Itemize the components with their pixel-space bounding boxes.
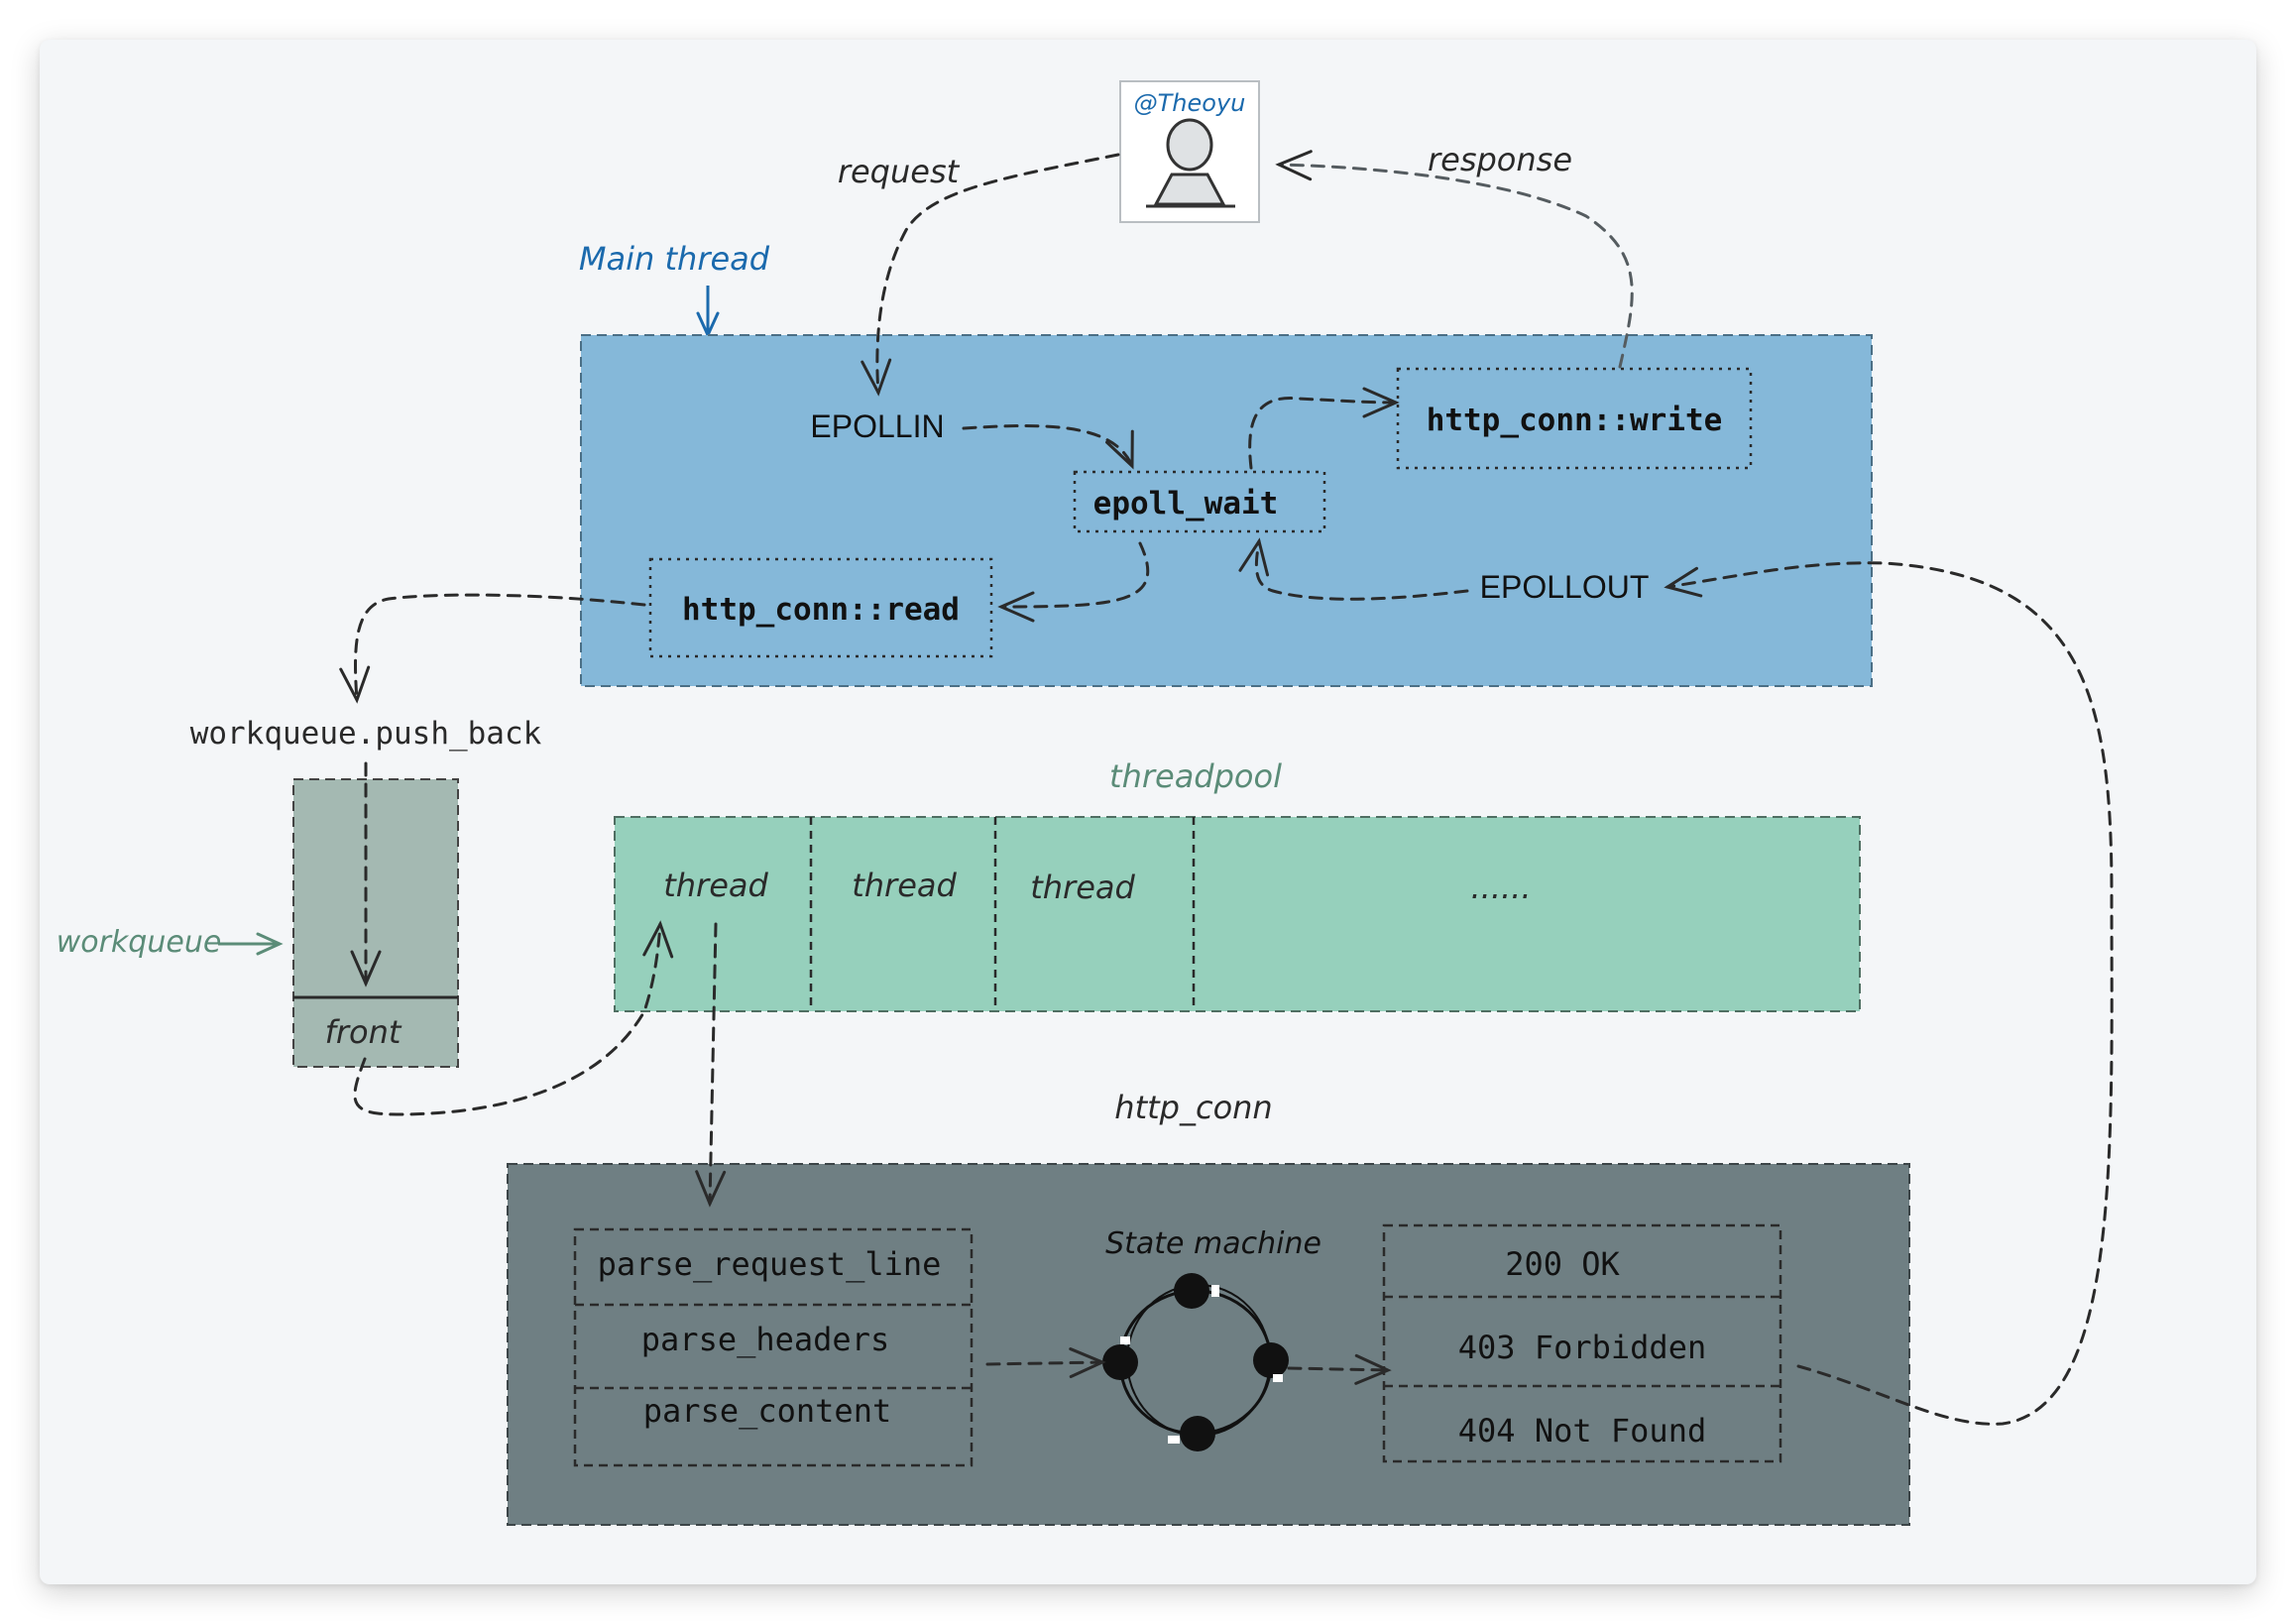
epollout-label: EPOLLOUT xyxy=(1480,569,1650,605)
response-stack: 200 OK 403 Forbidden 404 Not Found xyxy=(1382,1223,1782,1463)
http-write-node: http_conn::write xyxy=(1396,367,1753,470)
more-threads-ellipsis: ...... xyxy=(1470,869,1531,906)
response-arrow xyxy=(1275,150,1634,369)
http-read-label: http_conn::read xyxy=(682,592,960,628)
state-machine-label: State machine xyxy=(1105,1226,1321,1261)
thread-cell: thread xyxy=(852,867,957,904)
epollin-to-epoll-wait-arrow xyxy=(962,424,1134,470)
response-status: 403 Forbidden xyxy=(1458,1329,1706,1366)
workqueue-label: workqueue xyxy=(57,925,222,960)
thread-cell: thread xyxy=(663,867,768,904)
parser-item: parse_content xyxy=(643,1392,891,1430)
user-icon xyxy=(1146,118,1235,208)
thread-to-http-conn-arrow xyxy=(695,922,727,1208)
epoll-wait-to-read-arrow xyxy=(997,541,1150,623)
main-thread-label: Main thread xyxy=(579,240,770,278)
http-read-node: http_conn::read xyxy=(648,557,993,658)
parsers-to-state-machine-arrow xyxy=(985,1347,1106,1379)
response-status: 404 Not Found xyxy=(1458,1412,1706,1450)
request-arrow xyxy=(861,153,1120,397)
http-conn-label: http_conn xyxy=(1114,1089,1272,1126)
parser-item: parse_request_line xyxy=(598,1245,942,1283)
state-machine-to-responses-arrow xyxy=(1287,1353,1392,1385)
avatar-handle: @Theoyu xyxy=(1134,89,1246,117)
thread-cell: thread xyxy=(1030,869,1135,906)
front-to-thread-arrow xyxy=(353,920,674,1116)
threadpool-label: threadpool xyxy=(1109,757,1282,795)
epoll-wait-node: epoll_wait xyxy=(1073,470,1326,533)
epollin-label: EPOLLIN xyxy=(810,408,944,444)
threadpool-box: thread thread thread ...... xyxy=(614,816,1861,1012)
workqueue-push-back-label: workqueue.push_back xyxy=(190,716,542,752)
epoll-wait-to-write-arrow xyxy=(1248,387,1400,470)
workqueue-box: front xyxy=(292,778,459,1068)
http-write-label: http_conn::write xyxy=(1427,403,1723,438)
main-thread-box xyxy=(580,334,1873,687)
state-machine-icon xyxy=(1102,1273,1289,1451)
avatar: @Theoyu xyxy=(1119,80,1260,223)
response-status: 200 OK xyxy=(1505,1245,1620,1283)
epollout-to-epoll-wait-arrow xyxy=(1238,537,1469,601)
parser-stack: parse_request_line parse_headers parse_c… xyxy=(573,1227,974,1467)
parser-item: parse_headers xyxy=(641,1321,889,1358)
responses-to-epollout-arrow xyxy=(1664,561,2114,1426)
epoll-wait-label: epoll_wait xyxy=(1093,486,1279,522)
front-label: front xyxy=(325,1013,402,1051)
request-label: request xyxy=(838,153,961,190)
response-label: response xyxy=(1428,141,1572,178)
read-to-workqueue-arrow xyxy=(339,593,646,704)
